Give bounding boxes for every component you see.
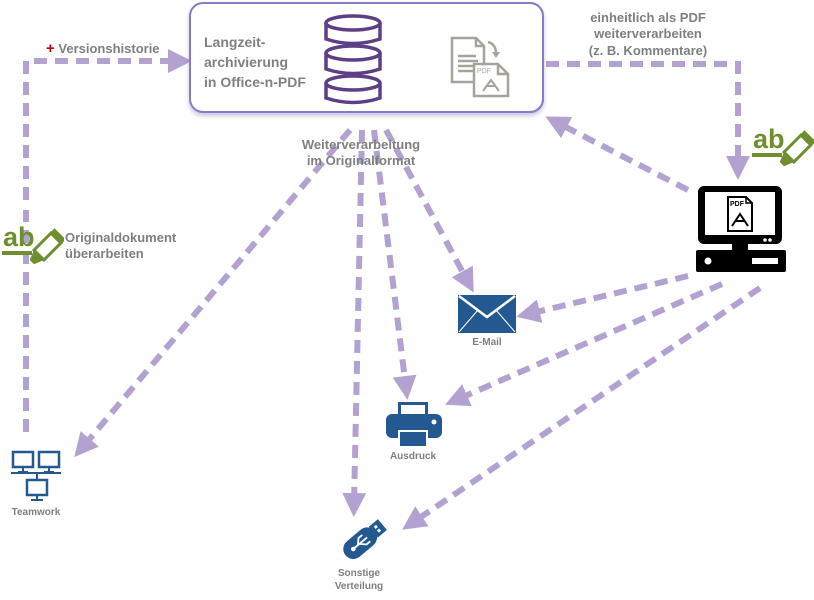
edit-original-label: Originaldokument überarbeiten bbox=[65, 230, 176, 263]
edit-original-line-2: überarbeiten bbox=[65, 246, 144, 262]
archive-title-line-2: archivierung bbox=[204, 54, 289, 70]
arrow-archive-to-usb bbox=[342, 129, 367, 517]
usb-stick-icon[interactable] bbox=[338, 516, 390, 564]
arrow-workstation-to-email bbox=[516, 273, 689, 323]
version-history-text: Versionshistorie bbox=[58, 41, 160, 56]
pdf-processing-line-1: einheitlich als PDF bbox=[590, 10, 706, 25]
workstation-pdf-badge: PDF bbox=[730, 201, 745, 208]
teamwork-label: Teamwork bbox=[11, 507, 61, 518]
email-label: E-Mail bbox=[472, 337, 502, 348]
other-distribution-line-2: Verteilung bbox=[334, 580, 384, 592]
arrow-workstation-to-archive bbox=[545, 116, 690, 193]
database-icon bbox=[324, 14, 382, 105]
pdf-processing-line-3: (z. B. Kommentare) bbox=[588, 42, 708, 58]
archive-box-dashed-edge bbox=[362, 2, 544, 113]
other-distribution-line-1: Sonstige bbox=[337, 568, 381, 579]
version-history-label: + Versionshistorie bbox=[46, 40, 160, 59]
original-processing-line-2: im Originalformat bbox=[306, 153, 416, 169]
arrow-archive-to-teamwork bbox=[74, 128, 353, 458]
arrow-workstation-to-print bbox=[445, 281, 724, 407]
pdf-processing-line-2: weiterverarbeiten bbox=[594, 26, 702, 42]
archive-title-line-1: Langzeit- bbox=[204, 34, 266, 50]
archive-title-line-3: in Office-n-PDF bbox=[204, 74, 306, 90]
edit-original-icon: ab bbox=[2, 220, 66, 278]
other-distribution-label: Sonstige Verteilung bbox=[320, 568, 398, 593]
printer-icon[interactable] bbox=[386, 402, 442, 446]
teamwork-network-icon[interactable] bbox=[11, 450, 65, 504]
email-icon[interactable] bbox=[458, 295, 516, 333]
arrow-archive-to-print bbox=[371, 129, 417, 400]
arrow-teamwork-to-archive-upper bbox=[23, 49, 192, 200]
document-convert-to-pdf-icon: PDF bbox=[450, 36, 510, 98]
print-label: Ausdruck bbox=[389, 451, 437, 462]
edit-glyph: ab bbox=[753, 124, 785, 154]
workstation-pdf-icon: PDF bbox=[696, 186, 786, 272]
archive-title: Langzeit- archivierung in Office-n-PDF bbox=[204, 32, 306, 92]
edit-original-line-1: Originaldokument bbox=[65, 230, 177, 245]
original-processing-label: Weiterverarbeitung im Originalformat bbox=[286, 137, 436, 170]
arrow-archive-to-email bbox=[383, 128, 474, 293]
original-processing-line-1: Weiterverarbeitung bbox=[301, 137, 421, 152]
pdf-processing-label: einheitlich als PDF weiterverarbeiten (z… bbox=[572, 10, 724, 59]
arrow-workstation-to-usb bbox=[402, 285, 762, 530]
edit-pdf-icon: ab bbox=[752, 122, 814, 180]
plus-icon: + bbox=[46, 40, 55, 57]
edit-glyph: ab bbox=[3, 222, 35, 252]
arrow-archive-to-workstation bbox=[546, 61, 750, 180]
pdf-badge: PDF bbox=[477, 68, 491, 75]
